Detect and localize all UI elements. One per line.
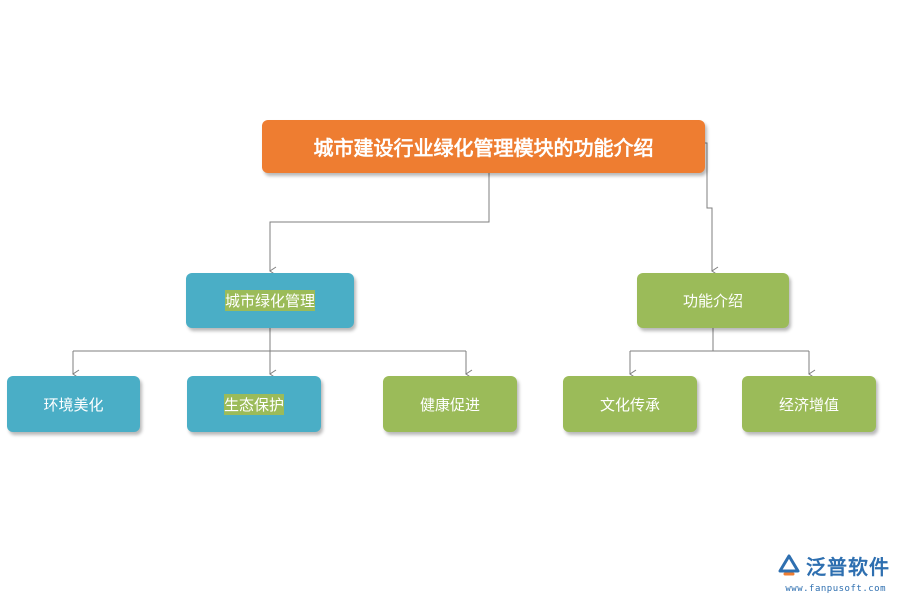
branch-node-label: 城市绿化管理	[224, 290, 315, 311]
leaf-node-label: 文化传承	[599, 393, 660, 415]
branch-node-function-intro: 功能介绍	[637, 273, 789, 328]
watermark: 泛普软件	[776, 551, 890, 580]
branch-node-greening-management: 城市绿化管理	[186, 273, 354, 328]
branch-node-label: 功能介绍	[682, 290, 743, 311]
watermark-url: www.fanpusoft.com	[785, 584, 886, 594]
leaf-node-ecology: 生态保护	[187, 376, 321, 432]
leaf-node-label: 环境美化	[43, 393, 104, 415]
watermark-brand: 泛普软件	[806, 555, 890, 579]
leaf-node-health: 健康促进	[383, 376, 517, 432]
leaf-node-label: 健康促进	[419, 393, 480, 415]
leaf-node-environment: 环境美化	[7, 376, 140, 432]
leaf-node-economy: 经济增值	[742, 376, 876, 432]
leaf-node-label: 经济增值	[778, 393, 839, 415]
root-node-label: 城市建设行业绿化管理模块的功能介绍	[313, 136, 654, 160]
root-node: 城市建设行业绿化管理模块的功能介绍	[262, 120, 705, 173]
connector-root-to-branch-right	[705, 142, 719, 276]
connector-root-to-branch-left	[269, 173, 490, 276]
leaf-node-label: 生态保护	[223, 393, 284, 415]
leaf-node-culture: 文化传承	[563, 376, 697, 432]
fanpu-logo-icon	[778, 554, 800, 575]
